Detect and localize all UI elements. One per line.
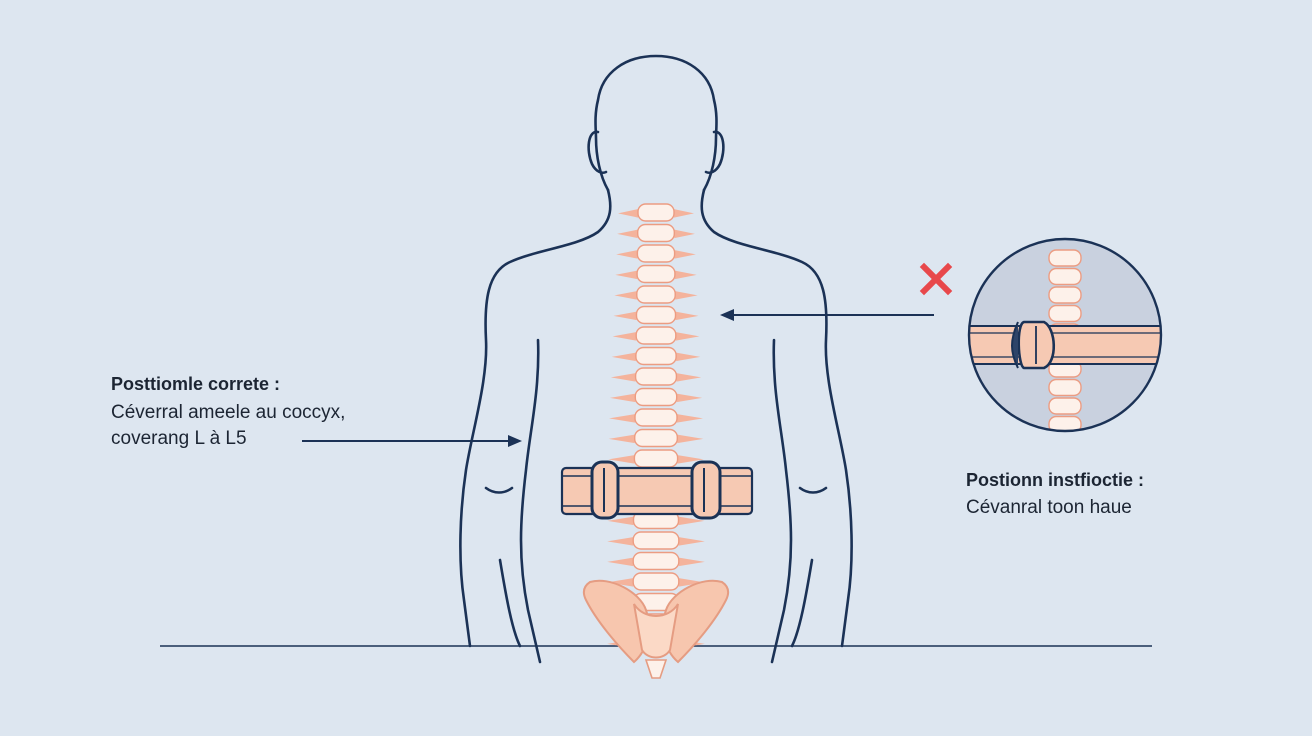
incorrect-line-1: Cévanral toon haue <box>966 497 1132 518</box>
vertebra <box>610 367 702 386</box>
correct-line-1: Céverral ameele au coccyx, <box>111 402 346 423</box>
vertebra <box>609 387 703 407</box>
red-x-icon <box>919 262 953 296</box>
vertebra <box>618 203 694 222</box>
vertebra <box>607 510 705 530</box>
belt-correct <box>560 460 754 520</box>
vertebra <box>608 428 704 448</box>
vertebra <box>608 449 704 468</box>
incorrect-heading: Postionn instfioctie : <box>966 470 1144 490</box>
pelvis <box>582 579 730 679</box>
vertebra <box>1048 378 1082 397</box>
vertebra <box>1048 304 1082 323</box>
arrow-incorrect <box>720 309 934 321</box>
vertebra <box>616 244 696 263</box>
magnified-inset <box>967 237 1163 433</box>
label-correct-position: Posttiomle correte : Céverral ameele au … <box>111 372 345 452</box>
vertebra <box>612 326 700 345</box>
vertebra <box>1048 415 1082 431</box>
arrow-correct <box>302 435 522 447</box>
spine <box>607 203 705 653</box>
vertebra <box>607 572 705 591</box>
vertebra <box>607 551 705 571</box>
vertebra <box>613 305 699 325</box>
correct-line-2: coverang L à L5 <box>111 428 247 449</box>
label-incorrect-position: Postionn instfioctie : Cévanral toon hau… <box>966 468 1144 521</box>
vertebra <box>1048 249 1082 267</box>
vertebra <box>609 408 703 427</box>
inset-belt <box>969 325 1161 365</box>
vertebra <box>607 531 705 550</box>
belt-buckle-right <box>690 460 722 520</box>
body-outline <box>459 54 853 664</box>
vertebra <box>614 285 698 304</box>
vertebra <box>615 264 697 284</box>
vertebra <box>1048 267 1082 286</box>
vertebra <box>611 346 701 366</box>
vertebra <box>617 223 695 243</box>
vertebra <box>1048 397 1082 415</box>
correct-heading: Posttiomle correte : <box>111 374 281 394</box>
vertebra <box>1048 286 1082 304</box>
